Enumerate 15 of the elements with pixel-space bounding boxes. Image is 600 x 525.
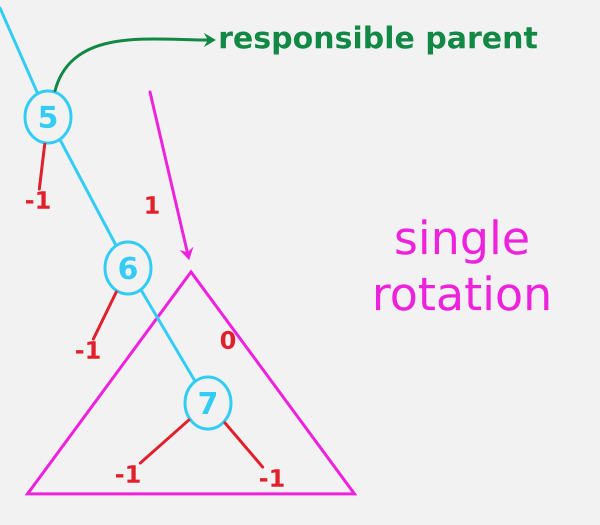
- connector-line: [223, 421, 264, 469]
- null-height-label: -1: [116, 465, 140, 483]
- connector-line: [138, 418, 190, 465]
- connector-line: [92, 290, 118, 341]
- null-height-label: -1: [76, 341, 100, 359]
- null-height-label: -1: [260, 469, 284, 487]
- callout-text: responsible parent: [220, 26, 538, 55]
- height-label: 0: [220, 330, 236, 350]
- connector-line: [0, 6, 39, 94]
- null-height-label: -1: [26, 191, 50, 209]
- connector-line: [38, 142, 46, 191]
- connector-line: [59, 139, 117, 246]
- connector-line: [140, 289, 196, 382]
- annotation-text: single rotation: [376, 219, 548, 311]
- height-label: 1: [146, 196, 159, 214]
